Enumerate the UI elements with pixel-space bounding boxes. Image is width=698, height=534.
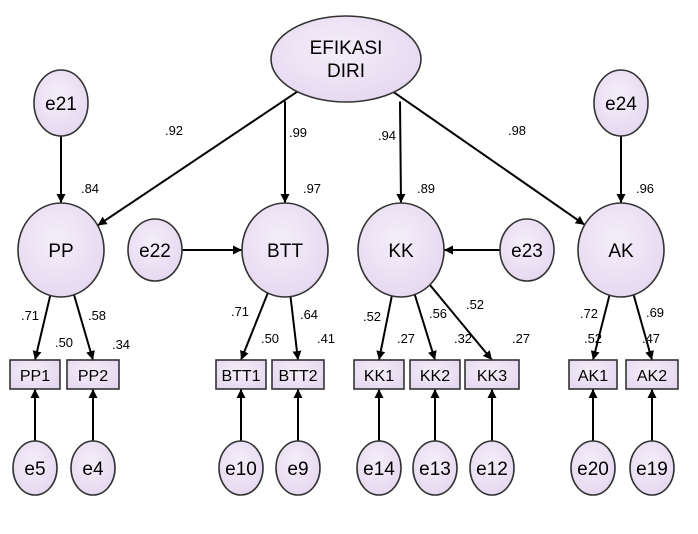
path-kk-to-kk1: [376, 295, 393, 361]
e12-label: e12: [476, 459, 508, 480]
e20-label: e20: [577, 459, 609, 480]
e24-label: e24: [605, 94, 637, 115]
pp1-box: [9, 359, 61, 390]
path-efikasi-to-kk: [396, 101, 406, 204]
kk1-box: [353, 359, 405, 390]
kk2-loading: .56: [429, 306, 447, 321]
btt2-box: [271, 359, 325, 390]
pp-node: [17, 202, 105, 298]
e12-node: [469, 440, 515, 496]
path-efikasi-to-pp: [97, 90, 298, 227]
e10-node: [218, 440, 264, 496]
e21-node: [33, 69, 89, 137]
pp2-loading: .58: [88, 308, 106, 323]
pp1-loading: .71: [21, 308, 39, 323]
pp1-label: PP1: [20, 368, 50, 385]
e9-label: e9: [287, 459, 308, 480]
ak2-label: AK2: [637, 368, 667, 385]
e23-node: [499, 218, 555, 282]
e22-node: [127, 218, 183, 282]
btt2-r2: .41: [317, 331, 335, 346]
loading-efikasi-ak: .98: [508, 123, 526, 138]
btt2-label: BTT2: [278, 368, 317, 385]
path-ak-to-ak2: [632, 294, 654, 361]
pp2-r2: .34: [112, 337, 130, 352]
pp2-label: PP2: [78, 368, 108, 385]
e14-label: e14: [363, 459, 395, 480]
btt1-label: BTT1: [221, 368, 260, 385]
path-btt-to-btt2: [289, 296, 302, 361]
kk1-r2: .27: [397, 331, 415, 346]
pp2-box: [66, 359, 120, 390]
path-pp-to-pp2: [73, 294, 95, 361]
pp1-r2: .50: [55, 335, 73, 350]
pp-label: PP: [48, 241, 73, 262]
ak1-box: [568, 359, 618, 390]
path-pp-to-pp1: [32, 295, 52, 361]
e4-node: [70, 440, 116, 496]
ak2-box: [625, 359, 679, 390]
btt2-loading: .64: [300, 307, 318, 322]
e5-node: [12, 440, 58, 496]
loading-efikasi-btt: .99: [289, 125, 307, 140]
loading-efikasi-kk: .94: [378, 128, 396, 143]
e14-node: [356, 440, 402, 496]
ak-node: [577, 202, 665, 298]
kk2-label: KK2: [420, 368, 450, 385]
ak1-r2: .52: [584, 331, 602, 346]
btt-label: BTT: [267, 241, 303, 262]
kk1-loading: .52: [363, 309, 381, 324]
ak2-r2: .47: [642, 331, 660, 346]
kk-node: [357, 202, 445, 298]
e4-label: e4: [82, 459, 104, 480]
e10-label: e10: [225, 459, 257, 480]
kk1-label: KK1: [364, 368, 394, 385]
kk3-label: KK3: [477, 368, 507, 385]
pp-r2: .84: [81, 181, 99, 196]
btt-node: [241, 202, 329, 298]
kk-r2: .89: [417, 181, 435, 196]
e9-node: [275, 440, 321, 496]
e13-label: e13: [419, 459, 451, 480]
e23-label: e23: [511, 241, 543, 262]
ak2-loading: .69: [646, 305, 664, 320]
path-kk-to-kk3: [429, 284, 493, 361]
kk3-loading: .52: [466, 297, 484, 312]
efikasi-diri-label-line2: DIRI: [327, 61, 365, 82]
btt-r2: .97: [303, 181, 321, 196]
ak1-label: AK1: [578, 368, 608, 385]
path-btt-to-btt1: [240, 292, 269, 361]
e20-node: [570, 440, 616, 496]
kk2-box: [409, 359, 461, 390]
e13-node: [412, 440, 458, 496]
btt1-box: [215, 359, 267, 390]
path-kk-to-kk2: [413, 294, 437, 361]
path-ak-to-ak1: [590, 295, 611, 361]
ak-label: AK: [608, 241, 634, 262]
kk-label: KK: [388, 241, 414, 262]
ak1-loading: .72: [580, 306, 598, 321]
e22-label: e22: [139, 241, 171, 262]
e21-label: e21: [45, 94, 77, 115]
e19-label: e19: [636, 459, 668, 480]
efikasi-diri-node: [270, 15, 422, 103]
btt1-loading: .71: [231, 304, 249, 319]
ak-r2: .96: [636, 181, 654, 196]
kk3-r2: .27: [512, 331, 530, 346]
e24-node: [593, 69, 649, 137]
kk3-box: [464, 359, 520, 390]
path-efikasi-to-ak: [393, 91, 586, 226]
efikasi-diri-label-line1: EFIKASI: [310, 38, 383, 59]
e5-label: e5: [24, 459, 45, 480]
e19-node: [629, 440, 675, 496]
loading-efikasi-pp: .92: [165, 123, 183, 138]
btt1-r2: .50: [261, 331, 279, 346]
kk2-r2: .32: [454, 331, 472, 346]
